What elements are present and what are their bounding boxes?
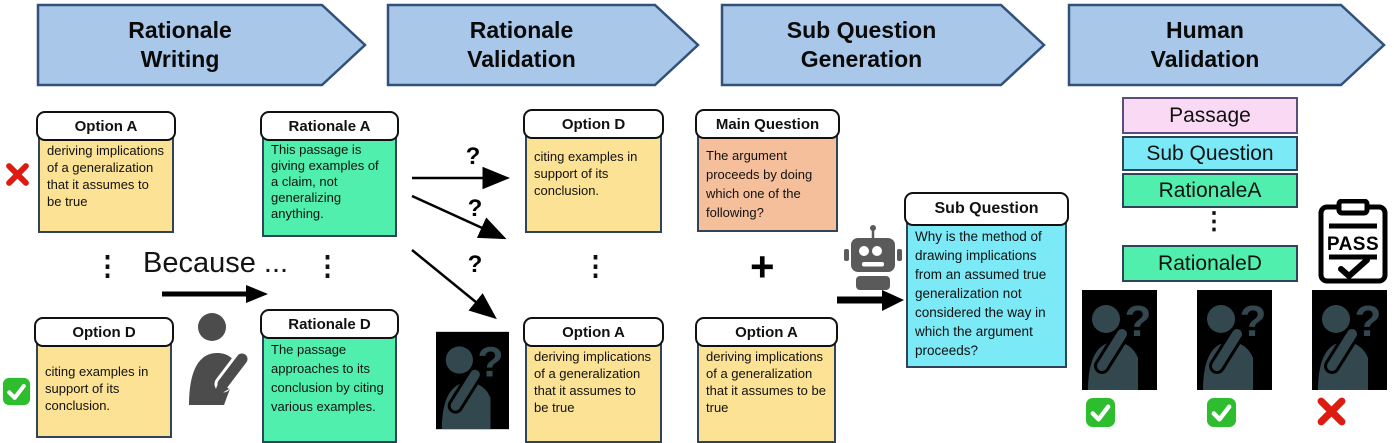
stack-item-label: Sub Question <box>1146 141 1274 165</box>
card-body: This passage is giving examples of a cla… <box>262 135 397 237</box>
ellipsis: ⋮ <box>314 251 341 281</box>
ellipsis: ⋮ <box>94 251 121 281</box>
card-title: Option A <box>695 317 838 347</box>
stack-item-label: RationaleA <box>1158 178 1262 202</box>
card-body: citing examples in support of its conclu… <box>525 133 662 233</box>
stage-rationale-validation: Rationale Validation <box>386 3 701 87</box>
green-check-icon <box>1085 397 1116 428</box>
chevron-shape <box>1067 3 1386 87</box>
card-option-d-writing: Option D citing examples in support of i… <box>34 317 174 438</box>
stage-sub-question-generation: Sub Question Generation <box>720 3 1047 87</box>
plus-sign: + <box>750 243 775 290</box>
pass-clipboard-icon: PASS <box>1318 199 1388 284</box>
card-body: deriving implications of a generalizatio… <box>38 135 174 233</box>
generation-arrow-icon <box>837 290 904 311</box>
card-option-d-validation: Option D citing examples in support of i… <box>523 109 664 233</box>
red-x-icon <box>6 163 29 186</box>
card-body: deriving implications of a generalizatio… <box>697 341 836 443</box>
thinking-question-mark: ? <box>1125 297 1152 346</box>
chevron-shape <box>36 3 367 87</box>
card-sub-question: Sub Question Why is the method of drawin… <box>904 192 1069 368</box>
stack-item-label: Passage <box>1169 103 1251 127</box>
card-title: Rationale D <box>260 309 399 339</box>
card-main-question: Main Question The argument proceeds by d… <box>695 109 840 232</box>
card-title: Option A <box>36 111 176 141</box>
red-x-icon <box>1317 397 1346 426</box>
card-body: The passage approaches to its conclusion… <box>262 333 397 443</box>
thinking-person-icon: ? <box>1197 290 1272 390</box>
thinking-question-mark: ? <box>1355 297 1382 346</box>
chevron-shape <box>720 3 1046 87</box>
question-mark-label: ? <box>466 143 481 170</box>
thinking-question-mark: ? <box>1240 297 1267 346</box>
card-body: The argument proceeds by doing which one… <box>697 133 838 232</box>
card-body: Why is the method of drawing implication… <box>906 220 1067 368</box>
card-option-a-writing: Option A deriving implications of a gene… <box>36 111 176 233</box>
thinking-question-mark: ? <box>477 339 503 387</box>
card-title: Rationale A <box>260 111 399 141</box>
card-option-a-generation: Option A deriving implications of a gene… <box>695 317 838 443</box>
card-body: citing examples in support of its conclu… <box>36 341 172 438</box>
question-mark-label: ? <box>468 195 483 222</box>
thinking-person-icon: ? <box>1312 290 1387 390</box>
because-label: Because ... <box>143 247 289 279</box>
card-title: Option D <box>523 109 664 139</box>
stage-human-validation: Human Validation <box>1067 3 1387 87</box>
writer-icon <box>189 313 250 405</box>
stage-label: Rationale Validation <box>467 17 576 72</box>
pass-label: PASS <box>1327 234 1379 255</box>
stage-label: Rationale Writing <box>128 17 232 72</box>
stack-item-label: RationaleD <box>1158 251 1262 275</box>
validation-arrows: ? ? ? <box>411 143 510 320</box>
card-rationale-d: Rationale D The passage approaches to it… <box>260 309 399 443</box>
thinking-person-icon: ? <box>436 331 509 430</box>
stage-label: Sub Question Generation <box>786 17 937 72</box>
stage-rationale-writing: Rationale Writing <box>36 3 368 87</box>
card-body: deriving implications of a generalizatio… <box>525 341 662 443</box>
card-title: Option D <box>34 317 174 347</box>
stack-item-rationale-d: RationaleD <box>1122 245 1298 282</box>
stack-item-passage: Passage <box>1122 97 1298 134</box>
card-title: Option A <box>523 317 664 347</box>
chevron-shape <box>386 3 700 87</box>
card-title: Main Question <box>695 109 840 139</box>
green-check-icon <box>1206 397 1237 428</box>
robot-icon <box>844 225 902 290</box>
card-title: Sub Question <box>904 192 1069 226</box>
stack-item-sub-question: Sub Question <box>1122 136 1298 171</box>
ellipsis: ⋮ <box>582 251 609 281</box>
green-check-icon <box>2 377 31 406</box>
thinking-person-icon: ? <box>1082 290 1157 390</box>
stack-item-rationale-a: RationaleA <box>1122 173 1298 208</box>
stage-label: Human Validation <box>1150 17 1260 72</box>
ellipsis: ⋮ <box>1202 208 1226 235</box>
question-mark-label: ? <box>468 251 483 278</box>
card-rationale-a: Rationale A This passage is giving examp… <box>260 111 399 237</box>
card-option-a-validation: Option A deriving implications of a gene… <box>523 317 664 443</box>
because-arrow-icon <box>162 285 268 303</box>
